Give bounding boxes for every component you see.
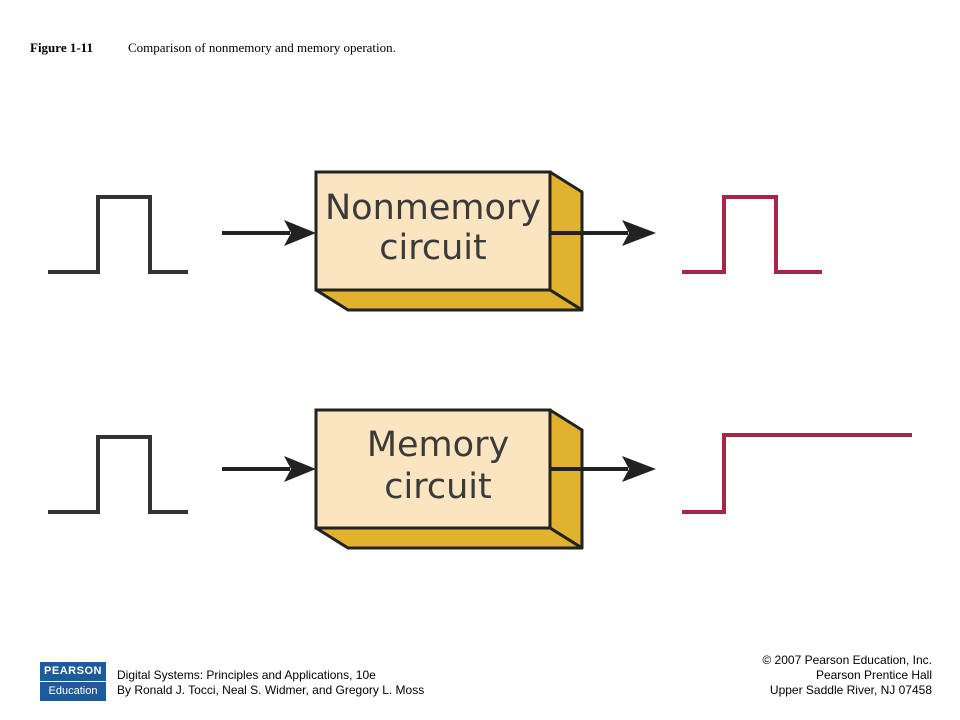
book-title: Digital Systems: Principles and Applicat… xyxy=(117,668,376,682)
pearson-education-logo: PEARSON Education xyxy=(40,662,106,701)
figure-number: Figure 1-11 xyxy=(30,40,93,55)
memory-output-step xyxy=(682,433,912,514)
memory-output-arrow xyxy=(550,456,656,482)
location-line: Upper Saddle River, NJ 07458 xyxy=(769,683,932,697)
nonmemory-row: Nonmemory circuit xyxy=(48,170,822,312)
figure-title: Comparison of nonmemory and memory opera… xyxy=(128,40,396,55)
memory-input-arrow xyxy=(222,456,316,482)
logo-line1: PEARSON xyxy=(40,662,106,682)
nonmemory-label-line1: Nonmemory xyxy=(325,188,541,228)
nonmemory-output-pulse xyxy=(682,195,822,274)
copyright-notice: © 2007 Pearson Education, Inc. Pearson P… xyxy=(762,653,932,698)
memory-label-line1: Memory xyxy=(367,425,509,465)
nonmemory-label-line2: circuit xyxy=(379,228,486,268)
nonmemory-circuit-block: Nonmemory circuit xyxy=(314,170,584,312)
memory-input-pulse xyxy=(48,435,188,514)
nonmemory-input-arrow xyxy=(222,220,316,246)
book-citation: Digital Systems: Principles and Applicat… xyxy=(117,668,424,698)
copyright-line: © 2007 Pearson Education, Inc. xyxy=(762,653,932,667)
book-authors: By Ronald J. Tocci, Neal S. Widmer, and … xyxy=(117,683,425,697)
memory-label-line2: circuit xyxy=(384,467,491,507)
logo-line2: Education xyxy=(48,685,98,697)
figure-caption: Figure 1-11 Comparison of nonmemory and m… xyxy=(30,40,396,56)
memory-circuit-block: Memory circuit xyxy=(314,408,584,550)
nonmemory-output-arrow xyxy=(550,220,656,246)
imprint-line: Pearson Prentice Hall xyxy=(815,668,932,682)
memory-row: Memory circuit xyxy=(48,408,912,550)
nonmemory-input-pulse xyxy=(48,195,188,274)
